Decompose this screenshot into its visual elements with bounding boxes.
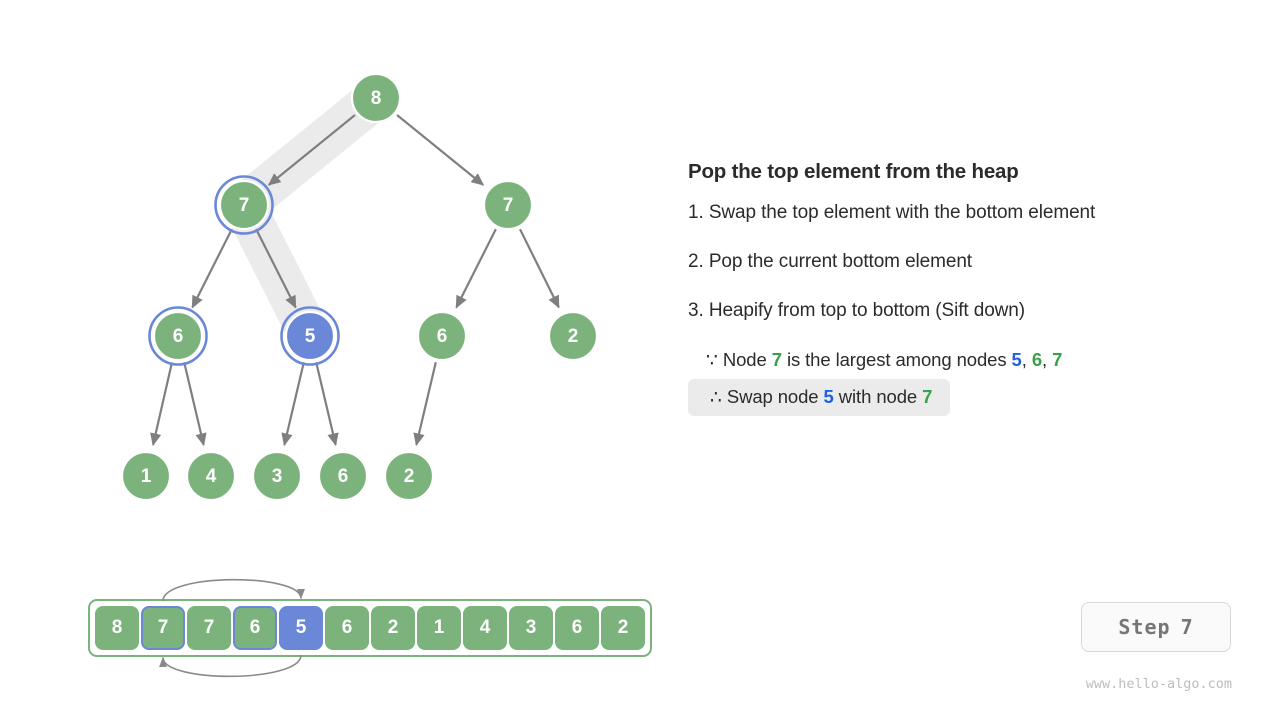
swap-from-value: 5	[823, 386, 834, 407]
node-body	[284, 310, 336, 362]
tree-node[interactable]: 6	[317, 450, 369, 502]
node-body	[350, 72, 402, 124]
swap-arc-forward	[162, 578, 305, 602]
tree-node[interactable]: 2	[547, 310, 599, 362]
array-cell[interactable]: 5	[279, 606, 323, 650]
tree-edge	[191, 228, 233, 309]
candidate-separator-0: ,	[1021, 349, 1032, 370]
therefore-symbol: ∴	[710, 386, 722, 407]
swap-to-value: 7	[922, 386, 933, 407]
tree-edge	[455, 228, 497, 309]
candidate-value-0: 5	[1011, 349, 1022, 370]
tree-node[interactable]: 7	[214, 175, 274, 235]
node-body	[383, 450, 435, 502]
tree-edge	[413, 362, 437, 447]
tree-node[interactable]: 6	[148, 306, 208, 366]
node-body	[547, 310, 599, 362]
array-cell[interactable]: 4	[463, 606, 507, 650]
candidate-value-2: 7	[1052, 349, 1063, 370]
array-cell[interactable]: 7	[187, 606, 231, 650]
array-cell[interactable]: 6	[233, 606, 277, 650]
node-body	[251, 450, 303, 502]
node-body	[317, 450, 369, 502]
therefore-middle: with node	[833, 386, 923, 407]
node-value-label: 6	[338, 466, 349, 487]
array-cell[interactable]: 2	[371, 606, 415, 650]
binary-heap-tree: 8 7 7 6 5 6 2 1 4 3 6 2	[120, 72, 599, 502]
node-body	[482, 179, 534, 231]
step-badge-value: 7	[1180, 615, 1194, 639]
node-value-label: 5	[305, 326, 316, 347]
node-value-label: 2	[404, 466, 415, 487]
node-body	[416, 310, 468, 362]
array-cell[interactable]: 1	[417, 606, 461, 650]
tree-edge	[255, 228, 297, 309]
array-cell[interactable]: 8	[95, 606, 139, 650]
therefore-statement-wrapper: ∴ Swap node 5 with node 7	[688, 379, 1248, 424]
therefore-statement: ∴ Swap node 5 with node 7	[688, 379, 951, 416]
tree-edges-group	[150, 114, 560, 447]
site-watermark: www.hello-algo.com	[1085, 676, 1232, 692]
explanation-panel: Pop the top element from the heap 1. Swa…	[688, 160, 1248, 424]
array-cell[interactable]: 6	[325, 606, 369, 650]
because-middle: is the largest among nodes	[781, 349, 1012, 370]
page-title: Pop the top element from the heap	[688, 160, 1019, 183]
tree-edge	[519, 228, 560, 309]
candidate-separator-1: ,	[1042, 349, 1053, 370]
tree-node[interactable]: 6	[416, 310, 468, 362]
tree-node[interactable]: 1	[120, 450, 172, 502]
tree-node[interactable]: 4	[185, 450, 237, 502]
tree-node[interactable]: 7	[482, 179, 534, 231]
step-badge-label: Step	[1118, 615, 1171, 639]
instruction-step-1: 1. Swap the top element with the bottom …	[688, 202, 1096, 223]
node-value-label: 7	[239, 195, 250, 216]
tree-edge	[267, 114, 356, 186]
node-value-label: 7	[503, 195, 514, 216]
candidate-value-1: 6	[1031, 349, 1043, 370]
node-value-label: 6	[437, 326, 448, 347]
tree-edge	[150, 362, 174, 447]
because-statement: ∵ Node 7 is the largest among nodes 5, 6…	[688, 349, 1248, 371]
node-body	[218, 179, 270, 231]
node-value-label: 8	[371, 88, 382, 109]
node-body	[120, 450, 172, 502]
node-value-label: 2	[568, 326, 579, 347]
instruction-step-3: 3. Heapify from top to bottom (Sift down…	[688, 300, 1025, 321]
node-selection-ring	[280, 306, 340, 366]
array-cell[interactable]: 3	[509, 606, 553, 650]
node-value-label: 4	[206, 466, 217, 487]
array-cell[interactable]: 2	[601, 606, 645, 650]
because-symbol: ∵	[706, 349, 718, 370]
node-value-label: 3	[272, 466, 283, 487]
therefore-prefix: Swap node	[726, 386, 824, 407]
tree-node[interactable]: 3	[251, 450, 303, 502]
array-cell[interactable]: 6	[555, 606, 599, 650]
swap-arc-backward	[159, 654, 302, 678]
tree-edge	[281, 362, 305, 447]
node-selection-ring	[148, 306, 208, 366]
tree-node[interactable]: 2	[383, 450, 435, 502]
node-selection-ring	[214, 175, 274, 235]
tree-nodes-group: 8 7 7 6 5 6 2 1 4 3 6 2	[120, 72, 599, 502]
tree-edge	[396, 114, 485, 186]
tree-edge	[183, 362, 207, 447]
tree-node[interactable]: 5	[280, 306, 340, 366]
node-value-label: 6	[173, 326, 184, 347]
array-cell[interactable]: 7	[141, 606, 185, 650]
because-prefix: Node	[722, 349, 772, 370]
because-node-value: 7	[771, 349, 782, 370]
node-body	[185, 450, 237, 502]
node-value-label: 1	[141, 466, 152, 487]
tree-node[interactable]: 8	[350, 72, 402, 124]
node-body	[152, 310, 204, 362]
tree-edge	[315, 362, 339, 447]
step-badge: Step 7	[1081, 602, 1231, 652]
instruction-step-2: 2. Pop the current bottom element	[688, 251, 972, 272]
